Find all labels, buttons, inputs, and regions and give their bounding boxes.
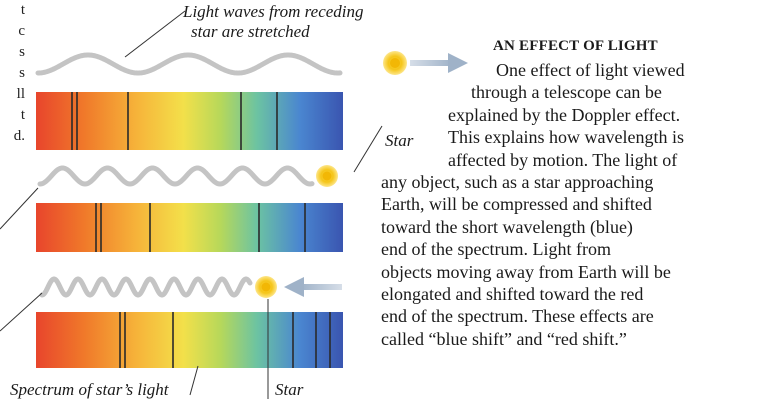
article-line: Earth, will be compressed and shifted	[381, 193, 757, 215]
spectrum-red-shift	[36, 92, 343, 150]
clipped-line: s	[0, 44, 25, 60]
caption-leader-line	[125, 11, 185, 57]
caption-receding-line2: star are stretched	[191, 22, 310, 42]
clipped-line: t	[0, 2, 25, 18]
caption-star-bottom: Star	[275, 380, 303, 400]
spectrum-normal	[36, 203, 343, 252]
clipped-line: t	[0, 107, 25, 123]
caption-leader-line	[354, 126, 382, 172]
arrow-left-icon	[284, 277, 342, 297]
caption-leader-line	[0, 188, 38, 229]
article-line: explained by the Doppler effect.	[381, 104, 757, 126]
article-line: One effect of light viewed	[381, 59, 757, 81]
clipped-line: ll	[0, 86, 25, 102]
caption-receding-line1: Light waves from receding	[183, 2, 364, 22]
star-approaching	[255, 276, 277, 298]
stretched-wave	[38, 55, 340, 73]
star-stationary	[316, 165, 338, 187]
article-line: called “blue shift” and “red shift.”	[381, 328, 757, 350]
compressed-wave	[42, 279, 250, 295]
article-line: affected by motion. The light of	[381, 149, 757, 171]
spectrum-blue-shift	[36, 312, 343, 368]
normal-wave	[40, 168, 312, 184]
article-line: end of the spectrum. These effects are	[381, 305, 757, 327]
article-line: end of the spectrum. Light from	[381, 238, 757, 260]
article-line: through a telescope can be	[381, 81, 757, 103]
article-line: any object, such as a star approaching	[381, 171, 757, 193]
caption-leader-line	[0, 293, 42, 331]
article-line: elongated and shifted toward the red	[381, 283, 757, 305]
clipped-line: c	[0, 23, 25, 39]
caption-leader-line	[190, 366, 198, 395]
article-line: toward the short wavelength (blue)	[381, 216, 757, 238]
caption-spectrum: Spectrum of star’s light	[10, 380, 169, 400]
article-body: One effect of light viewed through a tel…	[381, 59, 757, 350]
clipped-line: d.	[0, 128, 25, 144]
article-title: AN EFFECT OF LIGHT	[493, 38, 658, 55]
clipped-line: s	[0, 65, 25, 81]
article-line: This explains how wavelength is	[381, 126, 757, 148]
article-line: objects moving away from Earth will be	[381, 261, 757, 283]
